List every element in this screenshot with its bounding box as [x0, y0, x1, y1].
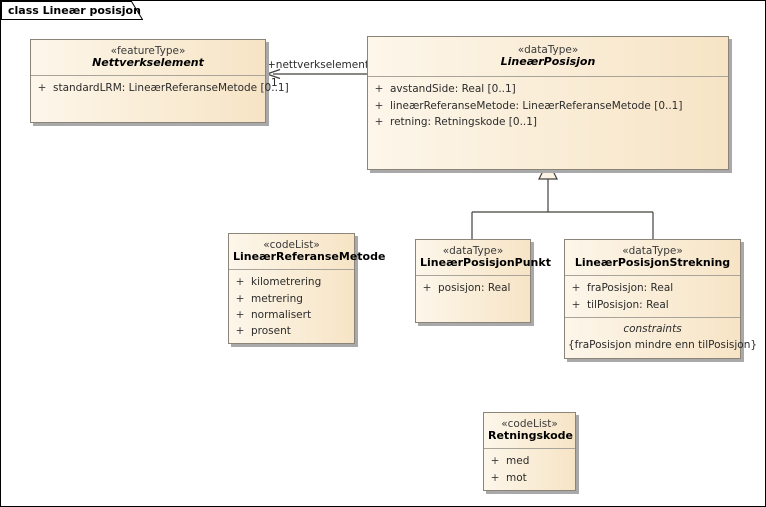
class-header-linearposisjonstrekning: «dataType» LineærPosisjonStrekning: [565, 240, 740, 277]
class-header-linearreferansemetode: «codeList» LineærReferanseMetode: [229, 234, 386, 271]
attribute-text: lineærReferanseMetode: LineærReferanseMe…: [390, 99, 683, 112]
class-attributes-linearposisjon: + avstandSide: Real [0..1] + lineærRefer…: [368, 77, 728, 169]
attribute-visibility: +: [235, 325, 245, 338]
attribute-row: + med: [484, 453, 575, 469]
attribute-visibility: +: [235, 292, 245, 305]
stereotype-label: «dataType»: [622, 245, 683, 257]
attribute-visibility: +: [235, 308, 245, 321]
attribute-visibility: +: [235, 276, 245, 289]
stereotype-label: «featureType»: [110, 45, 186, 57]
attribute-visibility: +: [422, 282, 432, 295]
attribute-row: + avstandSide: Real [0..1]: [368, 81, 728, 97]
attribute-text: fraPosisjon: Real: [587, 282, 674, 295]
attribute-text: prosent: [251, 325, 291, 338]
attribute-text: retning: Retningskode [0..1]: [390, 115, 538, 128]
attribute-visibility: +: [37, 82, 47, 95]
stereotype-label: «dataType»: [442, 245, 504, 257]
class-box-linearposisjon[interactable]: «dataType» LineærPosisjon + avstandSide:…: [367, 36, 729, 171]
class-name-label: LineærPosisjon: [500, 55, 596, 69]
attribute-row: + prosent: [229, 323, 354, 339]
class-name-label: Nettverkselement: [92, 56, 204, 70]
class-name-label: LineærPosisjonPunkt: [420, 256, 551, 270]
class-attributes-linearposisjonstrekning: + fraPosisjon: Real + tilPosisjon: Real: [565, 276, 740, 317]
attribute-visibility: +: [374, 115, 384, 128]
class-attributes-nettverkselement: + standardLRM: LineærReferanseMetode [0.…: [31, 76, 289, 122]
attribute-text: avstandSide: Real [0..1]: [390, 83, 516, 96]
attribute-row: + retning: Retningskode [0..1]: [368, 114, 728, 130]
class-header-nettverkselement: «featureType» Nettverkselement: [31, 40, 265, 77]
class-box-nettverkselement[interactable]: «featureType» Nettverkselement + standar…: [30, 39, 289, 124]
class-box-retningskode[interactable]: «codeList» Retningskode + med + mot: [483, 412, 576, 491]
attribute-text: metrering: [251, 292, 303, 305]
stereotype-label: «dataType»: [517, 44, 579, 56]
attribute-row: + normalisert: [229, 307, 354, 323]
diagram-title-tab: class Lineær posisjon: [1, 1, 143, 20]
class-name-label: LineærPosisjonStrekning: [574, 256, 731, 270]
diagram-title-label: class Lineær posisjon: [8, 4, 141, 17]
attribute-text: tilPosisjon: Real: [587, 298, 669, 311]
class-box-linearposisjonpunkt[interactable]: «dataType» LineærPosisjonPunkt + posisjo…: [415, 239, 551, 324]
attribute-visibility: +: [571, 298, 581, 311]
attribute-text: standardLRM: LineærReferanseMetode [0..1…: [53, 82, 289, 95]
association-multiplicity-label: 1: [271, 77, 278, 89]
attribute-row: + standardLRM: LineærReferanseMetode [0.…: [31, 80, 289, 96]
attribute-text: mot: [506, 471, 527, 484]
attribute-text: normalisert: [251, 308, 312, 321]
association-role-label: +nettverkselement: [267, 59, 369, 71]
class-attributes-retningskode: + med + mot: [484, 449, 575, 490]
attribute-text: med: [506, 455, 530, 468]
attribute-row: + tilPosisjon: Real: [565, 297, 740, 313]
attribute-row: + mot: [484, 470, 575, 486]
stereotype-label: «codeList»: [501, 418, 558, 430]
attribute-row: + fraPosisjon: Real: [565, 280, 740, 296]
constraints-text-label: {fraPosisjon mindre enn tilPosisjon}: [568, 338, 758, 351]
attribute-visibility: +: [374, 99, 384, 112]
class-name-label: LineærReferanseMetode: [233, 250, 386, 264]
attribute-row: + metrering: [229, 291, 354, 307]
attribute-row: + kilometrering: [229, 274, 354, 290]
class-constraints-linearposisjonstrekning: constraints {fraPosisjon mindre enn tilP…: [565, 316, 758, 359]
attribute-visibility: +: [571, 282, 581, 295]
class-header-linearposisjon: «dataType» LineærPosisjon: [368, 37, 728, 78]
attribute-visibility: +: [490, 455, 500, 468]
class-box-linearposisjonstrekning[interactable]: «dataType» LineærPosisjonStrekning + fra…: [564, 239, 758, 360]
constraints-title-label: constraints: [623, 322, 682, 335]
attribute-text: kilometrering: [251, 276, 322, 289]
class-box-linearreferansemetode[interactable]: «codeList» LineærReferanseMetode + kilom…: [228, 233, 386, 345]
class-attributes-linearreferansemetode: + kilometrering + metrering + normaliser…: [229, 270, 354, 343]
attribute-row: + lineærReferanseMetode: LineærReferanse…: [368, 98, 728, 114]
attribute-text: posisjon: Real: [438, 282, 511, 295]
class-header-linearposisjonpunkt: «dataType» LineærPosisjonPunkt: [416, 240, 551, 277]
attribute-visibility: +: [490, 471, 500, 484]
class-attributes-linearposisjonpunkt: + posisjon: Real: [416, 276, 530, 322]
class-header-retningskode: «codeList» Retningskode: [484, 413, 575, 450]
tab-outline-icon: [1, 1, 143, 20]
stereotype-label: «codeList»: [263, 239, 320, 251]
class-name-label: Retningskode: [488, 429, 573, 443]
attribute-row: + posisjon: Real: [416, 280, 530, 296]
attribute-visibility: +: [374, 83, 384, 96]
